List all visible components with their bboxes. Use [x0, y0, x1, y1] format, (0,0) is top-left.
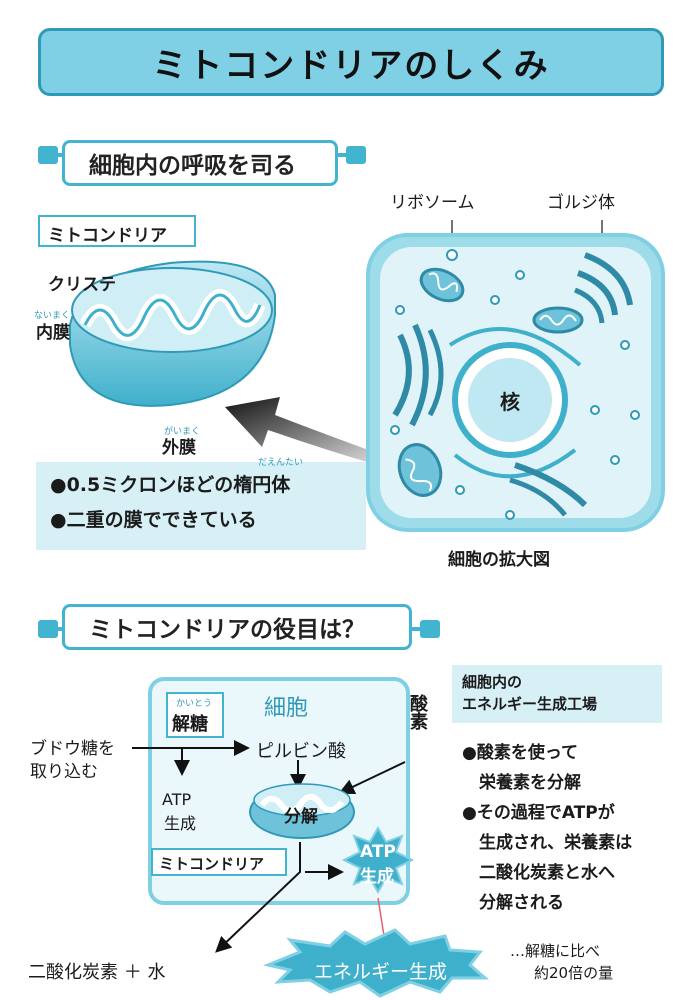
role-bullet-4: 生成され、栄養素は [462, 833, 633, 853]
inner-membrane-ruby: ないまく [34, 311, 71, 321]
decompose-label: 分解 [284, 807, 318, 827]
output-label: 二酸化炭素 ＋ 水 [28, 962, 166, 983]
role-bullets: ●酸素を使って 栄養素を分解 ●その過程でATPが 生成され、栄養素は 二酸化炭… [462, 738, 632, 918]
ribosome-label: リボソーム [390, 193, 475, 213]
factory-line-2: エネルギー生成工場 [462, 695, 598, 713]
glycolysis-label: 解糖 [172, 714, 208, 735]
section1-heading: 細胞内の呼吸を司る [89, 153, 296, 179]
section1-heading-bar: 細胞内の呼吸を司る [62, 140, 338, 186]
cell-caption: 細胞の拡大図 [448, 550, 550, 570]
glucose-label-1: ブドウ糖を [30, 739, 115, 759]
factory-line-1: 細胞内の [462, 673, 523, 691]
cristae-label: クリステ [48, 275, 116, 295]
role-bullet-2: 栄養素を分解 [462, 773, 581, 793]
glucose-label-2: 取り込む [30, 762, 98, 782]
section2-cap-right [420, 620, 440, 638]
mitochondria-flow-label-box: ミトコンドリア [151, 848, 287, 876]
section1-cap-right [346, 146, 366, 164]
energy-label: エネルギー生成 [314, 961, 448, 983]
role-bullet-6: 分解される [462, 893, 564, 913]
mitochondria-label: ミトコンドリア [48, 226, 167, 246]
cell-box-title: 細胞 [264, 696, 309, 721]
atp-small-1: ATP [162, 790, 192, 809]
section1-cap-left [38, 146, 58, 164]
energy-factory-box: 細胞内の エネルギー生成工場 [452, 665, 662, 723]
inner-membrane-label: 内膜 [36, 323, 70, 343]
cell-diagram [366, 220, 665, 532]
mitochondria-flow-label: ミトコンドリア [159, 855, 265, 873]
flow-arrows [132, 740, 490, 998]
mitochondria-label-box: ミトコンドリア [38, 215, 196, 247]
section2-heading-bar: ミトコンドリアの役目は？ [62, 604, 412, 650]
section2-cap-left [38, 620, 58, 638]
oxygen-label: 酸素 [407, 694, 428, 730]
fact-1: ●0.5ミクロンほどの楕円体 [50, 474, 291, 496]
atp-star-2: 生成 [360, 867, 394, 887]
outer-membrane-ruby: がいまく [164, 427, 201, 437]
role-bullet-5: 二酸化炭素と水へ [462, 863, 615, 883]
section1-line-right [336, 153, 348, 157]
zoom-arrow [225, 397, 410, 473]
page-title: ミトコンドリアのしくみ [152, 45, 550, 86]
outer-membrane-label: 外膜 [162, 438, 196, 458]
fact-2: ●二重の膜でできている [50, 509, 257, 531]
golgi-label: ゴルジ体 [547, 193, 615, 213]
mitochondria-facts: ●0.5ミクロンほどの楕円体 ●二重の膜でできている [36, 462, 366, 550]
comparison-1: …解糖に比べ [510, 942, 601, 960]
role-bullet-3: ●その過程でATPが [462, 803, 615, 823]
nucleus-label: 核 [500, 390, 520, 414]
pyruvate-label: ピルビン酸 [256, 741, 346, 762]
title-banner: ミトコンドリアのしくみ [38, 28, 664, 96]
atp-star-1: ATP [360, 842, 396, 862]
section2-line-right [410, 627, 422, 631]
ellipsoid-ruby: だえんたい [258, 458, 304, 468]
comparison-2: 約20倍の量 [534, 964, 614, 982]
role-bullet-1: ●酸素を使って [462, 743, 578, 763]
mitochondrion-illustration [69, 260, 276, 407]
section2-heading: ミトコンドリアの役目は？ [89, 617, 365, 643]
atp-small-2: 生成 [164, 814, 197, 833]
glycolysis-ruby: かいとう [176, 699, 213, 709]
glycolysis-box [166, 692, 224, 738]
